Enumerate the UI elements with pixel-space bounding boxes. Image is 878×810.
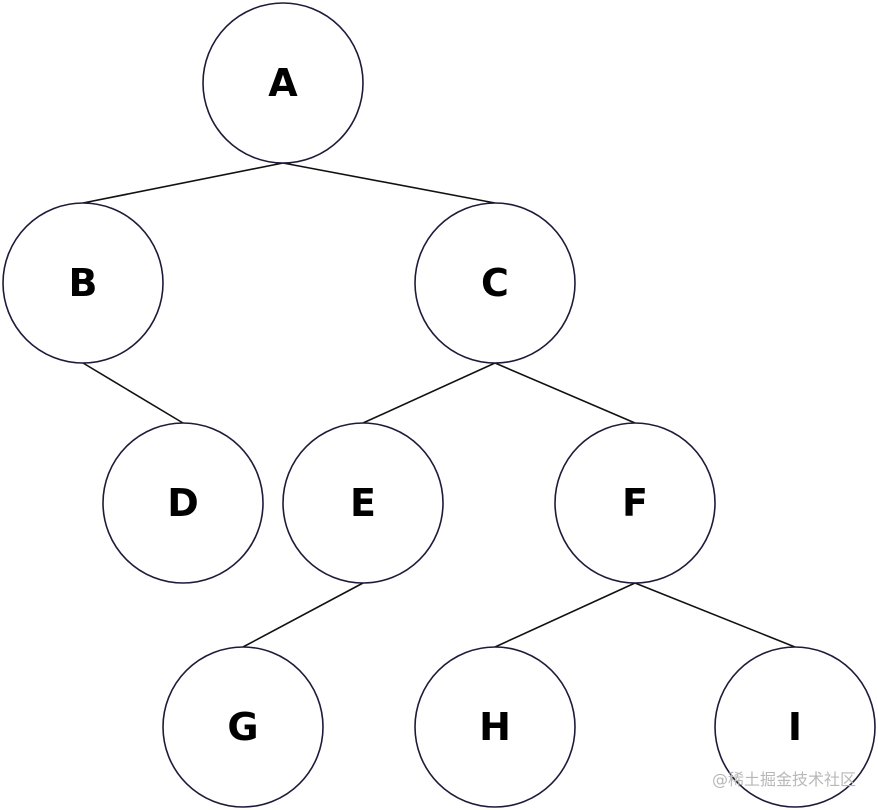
edge-c-e	[362, 362, 496, 424]
tree-node-c: C	[414, 202, 576, 364]
tree-node-g: G	[162, 646, 324, 808]
node-label-f: F	[622, 481, 648, 525]
node-label-i: I	[788, 705, 802, 749]
node-label-b: B	[69, 261, 98, 305]
tree-node-b: B	[2, 202, 164, 364]
edges-layer	[82, 162, 796, 648]
tree-node-i: I	[714, 646, 876, 808]
node-circle-f	[554, 422, 716, 584]
node-circle-h	[414, 646, 576, 808]
node-circle-d	[102, 422, 264, 584]
edge-a-b	[82, 162, 284, 204]
watermark-text: @稀土掘金技术社区	[711, 770, 856, 789]
node-label-h: H	[479, 705, 511, 749]
node-circle-c	[414, 202, 576, 364]
edge-f-i	[634, 582, 796, 648]
node-label-d: D	[167, 481, 199, 525]
tree-node-e: E	[282, 422, 444, 584]
tree-node-h: H	[414, 646, 576, 808]
tree-node-f: F	[554, 422, 716, 584]
edge-b-d	[82, 362, 184, 424]
node-circle-i	[714, 646, 876, 808]
edge-f-h	[494, 582, 636, 648]
node-circle-g	[162, 646, 324, 808]
node-label-a: A	[268, 61, 298, 105]
node-label-e: E	[350, 481, 376, 525]
node-circle-b	[2, 202, 164, 364]
tree-node-a: A	[202, 2, 364, 164]
edge-c-f	[494, 362, 636, 424]
node-circle-e	[282, 422, 444, 584]
node-label-c: C	[481, 261, 509, 305]
edge-a-c	[282, 162, 496, 204]
tree-node-d: D	[102, 422, 264, 584]
node-circle-a	[202, 2, 364, 164]
edge-e-g	[242, 582, 364, 648]
node-label-g: G	[227, 705, 258, 749]
